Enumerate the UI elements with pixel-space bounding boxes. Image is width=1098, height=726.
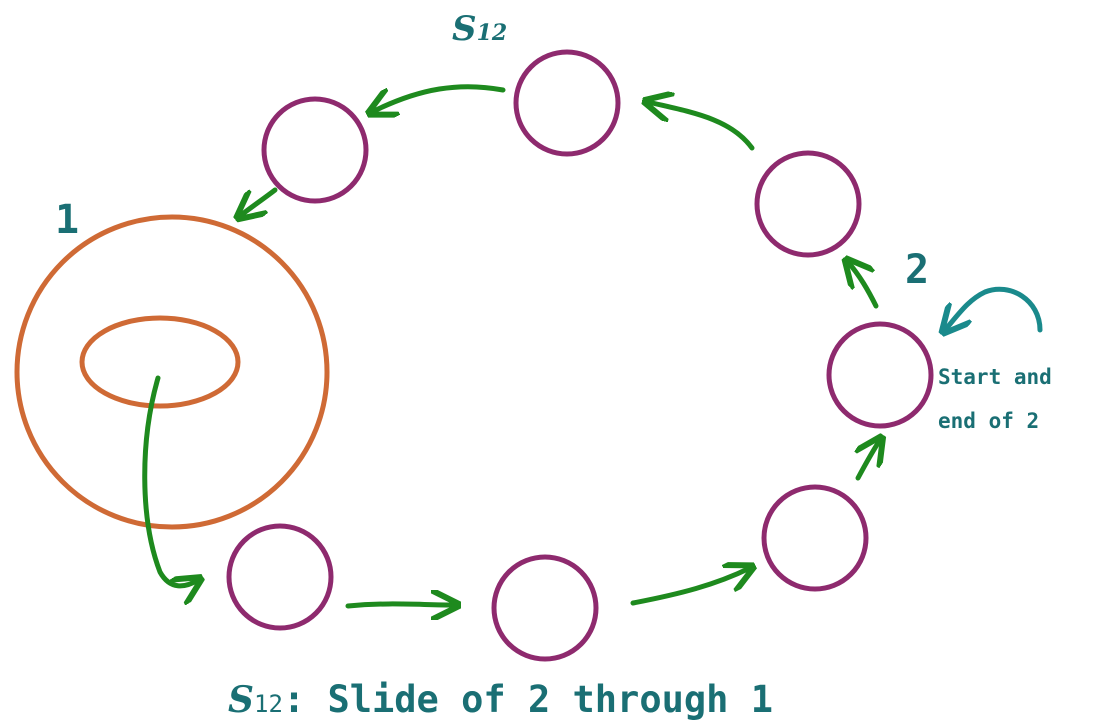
caption: S12: Slide of 2 through 1 [228,678,773,721]
loop-circle-top [513,49,621,157]
arrow-bottom-left-to-bottom [345,604,455,606]
arrow-top-to-top-left [372,84,506,112]
loop-circle-right-upper [754,150,862,258]
arrow-right-upper-to-top [648,102,755,151]
start-label-line2: end of 2 [938,409,1039,433]
loop-circle-top-left [261,96,369,204]
arrow-start-to-right-upper [848,262,879,309]
region-1-outer-circle [14,214,330,530]
start-indicator-arrow [945,286,1043,330]
loop-circle-right-lower [761,484,869,592]
arrow-from-region-1 [142,375,198,586]
start-label-line1: Start and [938,365,1052,389]
top-s12-label: S12 [452,9,507,49]
arrow-bottom-to-right-lower [630,568,750,606]
region-1-inner-ellipse [79,315,241,409]
loop-circle-bottom-left [226,523,334,631]
region-1-label: 1 [55,197,79,243]
region-2-label: 2 [905,247,929,293]
arrow-right-lower-to-start [858,440,880,481]
loop-circle-bottom [491,554,599,662]
arrow-top-left-to-region-1 [240,187,278,216]
loop-circle-start [826,321,934,429]
